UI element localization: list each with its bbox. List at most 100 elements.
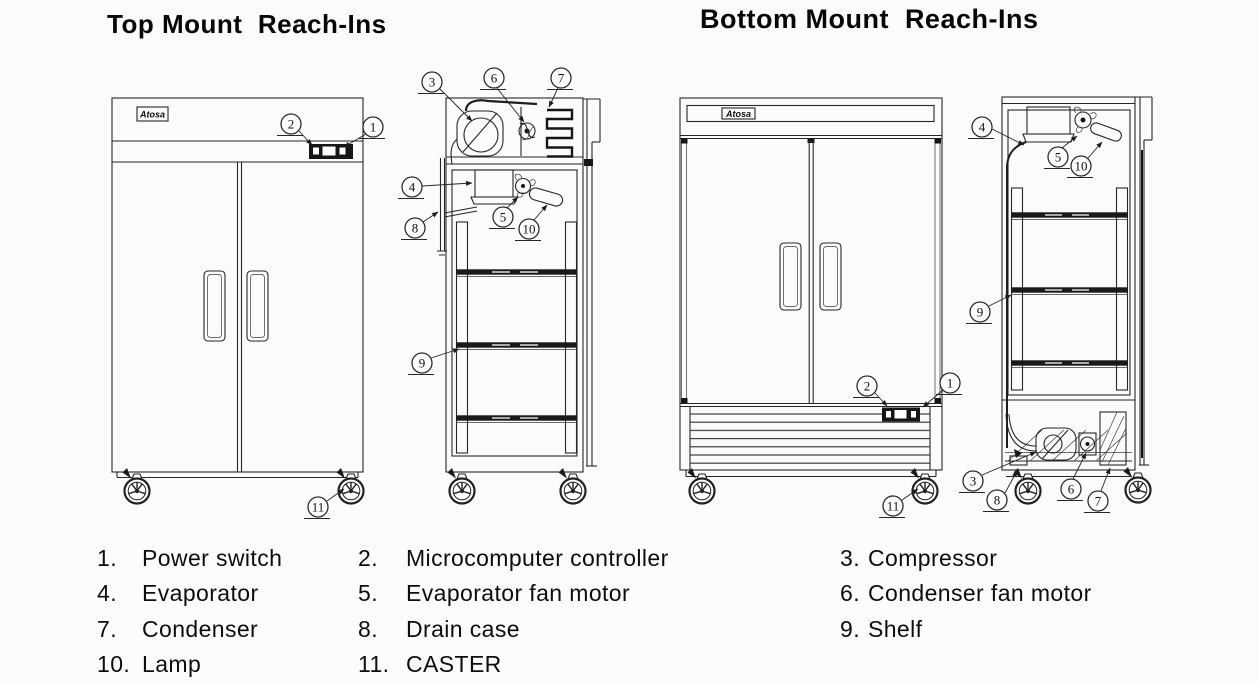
compressor-drawing xyxy=(1005,413,1077,461)
callout-7: 7 xyxy=(1084,467,1111,513)
svg-text:1: 1 xyxy=(947,376,954,391)
door-handle xyxy=(246,270,269,342)
diagram-canvas: Atosa xyxy=(111,67,1153,519)
base-rail xyxy=(685,470,937,478)
legend-label: Microcomputer controller xyxy=(406,545,669,572)
top-mount-side-view: 3 6 7 4 8 xyxy=(398,67,601,505)
legend-label: Power switch xyxy=(142,545,283,572)
callout-10: 10 xyxy=(1067,141,1103,178)
legend-label: Compressor xyxy=(868,545,998,572)
svg-text:7: 7 xyxy=(558,71,565,86)
legend-item-compressor: 3. Compressor xyxy=(840,541,1180,576)
page-title-top-mount: Top Mount Reach-Ins xyxy=(107,9,387,39)
legend-item-microcomputer-controller: 2. Microcomputer controller xyxy=(358,541,840,576)
legend-item-evaporator-fan-motor: 5. Evaporator fan motor xyxy=(358,576,840,611)
legend-label: Condenser xyxy=(142,615,259,642)
legend-item-condenser: 7. Condenser xyxy=(97,612,358,647)
evaporator-fan-motor-drawing xyxy=(1073,106,1097,133)
legend-item-caster: 11. CASTER xyxy=(358,647,840,682)
shelf-rail xyxy=(455,221,578,454)
legend-item-lamp: 10. Lamp xyxy=(97,647,358,682)
door-handle xyxy=(203,270,226,342)
svg-text:6: 6 xyxy=(1068,482,1075,497)
legend-item-shelf: 9. Shelf xyxy=(840,612,1180,647)
legend-label: Lamp xyxy=(142,651,202,678)
legend-label: CASTER xyxy=(406,651,502,678)
shelf xyxy=(1011,360,1128,368)
svg-text:4: 4 xyxy=(979,120,986,135)
door-gap xyxy=(808,140,814,403)
callout-4: 4 xyxy=(398,176,473,199)
parts-legend: 1. Power switch 2. Microcomputer control… xyxy=(97,541,1180,682)
legend-label: Condenser fan motor xyxy=(868,580,1092,607)
svg-text:11: 11 xyxy=(312,500,325,515)
base-rail xyxy=(116,472,359,479)
shelf xyxy=(456,415,577,423)
callout-10: 10 xyxy=(515,204,548,241)
control-panel xyxy=(309,144,353,159)
caster-wheel xyxy=(686,466,716,505)
legend-item-evaporator: 4. Evaporator xyxy=(97,576,358,611)
svg-text:2: 2 xyxy=(288,117,295,132)
svg-text:9: 9 xyxy=(419,356,426,371)
callout-1: 1 xyxy=(922,372,962,408)
callout-8: 8 xyxy=(401,211,439,240)
lamp-drawing xyxy=(528,187,564,207)
svg-text:Atosa: Atosa xyxy=(725,109,751,119)
lamp-drawing xyxy=(1090,122,1122,142)
callout-6: 6 xyxy=(480,67,525,123)
top-mount-front-view: Atosa xyxy=(111,97,385,519)
callout-2: 2 xyxy=(853,375,888,407)
legend-number: 6. xyxy=(840,580,860,607)
callout-3: 3 xyxy=(959,451,1037,493)
shelf xyxy=(1011,287,1128,295)
bottom-mount-side-view: 4 5 10 9 3 xyxy=(959,96,1153,513)
callout-1: 1 xyxy=(343,116,385,148)
svg-text:7: 7 xyxy=(1095,494,1102,509)
callout-6: 6 xyxy=(1057,452,1087,501)
callout-9: 9 xyxy=(408,348,460,375)
svg-text:4: 4 xyxy=(409,180,416,195)
compressor-drawing xyxy=(450,99,538,165)
legend-item-condenser-fan-motor: 6. Condenser fan motor xyxy=(840,576,1180,611)
caster-wheel xyxy=(121,466,151,505)
control-panel xyxy=(882,407,920,422)
caster-wheel xyxy=(557,466,587,505)
bottom-mount-front-view: Atosa xyxy=(679,97,962,518)
callout-7: 7 xyxy=(547,67,573,108)
brand-logo: Atosa xyxy=(136,106,169,122)
callout-5: 5 xyxy=(1044,135,1078,169)
brand-logo: Atosa xyxy=(721,107,756,120)
legend-label: Evaporator xyxy=(142,580,259,607)
side-door-edge xyxy=(1135,96,1153,466)
caster-wheel xyxy=(1122,465,1152,504)
shelf xyxy=(456,342,577,350)
svg-text:9: 9 xyxy=(977,305,984,320)
legend-label: Evaporator fan motor xyxy=(406,580,631,607)
svg-text:2: 2 xyxy=(864,379,871,394)
legend-item-power-switch: 1. Power switch xyxy=(97,541,358,576)
legend-number: 2. xyxy=(358,545,378,572)
drain-case xyxy=(437,158,478,256)
legend-number: 10. xyxy=(97,651,131,678)
callout-8: 8 xyxy=(983,470,1018,512)
legend-number: 9. xyxy=(840,615,860,642)
condenser-fan-motor-drawing xyxy=(518,107,536,156)
caster-wheel xyxy=(909,466,939,505)
caster-wheel xyxy=(1012,466,1042,505)
svg-text:10: 10 xyxy=(523,222,536,237)
callout-5: 5 xyxy=(489,196,519,229)
door-hinge-rail xyxy=(934,138,941,404)
legend-label: Drain case xyxy=(406,615,520,642)
shelf xyxy=(1011,212,1128,220)
svg-text:1: 1 xyxy=(370,120,377,135)
machine-compartment xyxy=(1002,399,1135,462)
condenser-fan-motor-drawing xyxy=(1078,432,1097,456)
condenser-drawing xyxy=(545,108,574,158)
legend-item-drain-case: 8. Drain case xyxy=(358,612,840,647)
callout-4: 4 xyxy=(968,116,1025,146)
shelf xyxy=(456,269,577,277)
svg-text:5: 5 xyxy=(500,210,507,225)
legend-number: 1. xyxy=(97,545,117,572)
